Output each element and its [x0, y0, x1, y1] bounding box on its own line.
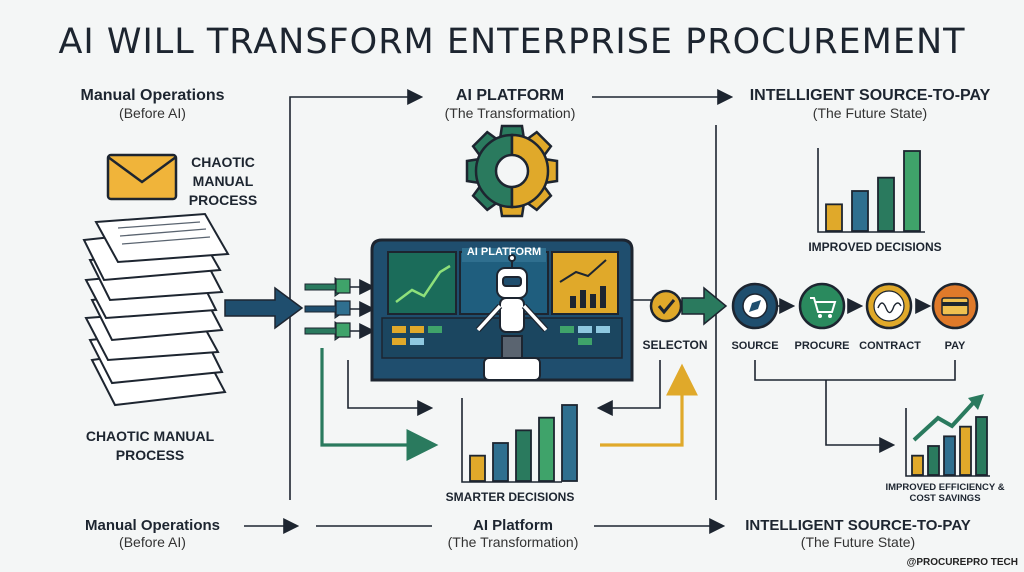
improved-chart [825, 150, 921, 232]
signature-icon [865, 282, 913, 330]
footer-future-head: INTELLIGENT SOURCE-TO-PAY [745, 517, 971, 534]
smarter-bar-1 [492, 442, 509, 482]
robot-icon [475, 254, 549, 381]
improved-bar-0 [825, 203, 843, 232]
input-arrows [304, 277, 376, 341]
improved-chart-axes [817, 148, 925, 233]
smarter-chart [469, 404, 578, 482]
footer-manual-head: Manual Operations [84, 517, 221, 534]
footer-manual-sub: (Before AI) [119, 534, 186, 550]
footer-manual: Manual Operations (Before AI) [60, 517, 245, 550]
step-label-pay: PAY [944, 340, 966, 352]
selection-label: SELECTON [642, 338, 708, 352]
selection-arrow [681, 286, 728, 326]
envelope-icon [106, 153, 178, 201]
platform-header: AI PLATFORM (The Transformation) [405, 87, 615, 121]
step-label-contract: CONTRACT [859, 340, 921, 352]
smarter-bar-4 [561, 404, 578, 482]
improved-bar-3 [903, 150, 921, 232]
efficiency-bar-1 [927, 445, 940, 476]
manual-sub: (Before AI) [119, 105, 186, 121]
stack-label: CHAOTIC MANUAL PROCESS [85, 428, 215, 463]
main-input-arrow [224, 286, 304, 330]
console-screen-label: AI PLATFORM [466, 246, 542, 258]
smarter-bar-0 [469, 454, 486, 482]
efficiency-bar-2 [943, 435, 956, 476]
efficiency-trend-arrowhead [968, 394, 984, 410]
check-icon [649, 289, 683, 323]
footer-platform: AI Platform (The Transformation) [428, 517, 598, 550]
page-title: AI WILL TRANSFORM ENTERPRISE PROCUREMENT [58, 22, 966, 62]
manual-head: Manual Operations [80, 87, 225, 104]
smarter-bar-3 [538, 416, 555, 482]
platform-sub: (The Transformation) [444, 105, 576, 121]
gear-icon [465, 124, 559, 218]
footer-future: INTELLIGENT SOURCE-TO-PAY (The Future St… [728, 517, 988, 550]
card-icon [931, 282, 979, 330]
efficiency-bar-3 [959, 425, 972, 476]
improved-bar-2 [877, 176, 895, 232]
manual-header: Manual Operations (Before AI) [40, 87, 265, 121]
platform-head: AI PLATFORM [455, 87, 565, 104]
footer-platform-head: AI Platform [472, 517, 553, 534]
footer-platform-sub: (The Transformation) [447, 534, 579, 550]
future-header: INTELLIGENT SOURCE-TO-PAY (The Future St… [730, 87, 1010, 121]
efficiency-chart-axes [905, 408, 990, 477]
cart-icon [798, 282, 846, 330]
step-label-procure: PROCURE [794, 340, 850, 352]
footer-future-sub: (The Future State) [800, 534, 916, 550]
future-sub: (The Future State) [812, 105, 928, 121]
brand-watermark: @PROCUREPRO TECH [906, 557, 1018, 568]
efficiency-bar-0 [911, 454, 924, 476]
efficiency-label: IMPROVED EFFICIENCY & COST SAVINGS [885, 482, 1005, 504]
feedback-loops [320, 348, 698, 461]
smarter-decisions-label: SMARTER DECISIONS [445, 490, 575, 504]
smarter-chart-axes [461, 398, 562, 483]
smarter-bar-2 [515, 429, 532, 482]
compass-icon [731, 282, 779, 330]
efficiency-chart [911, 416, 988, 476]
paper-stack-icon [82, 212, 230, 407]
improved-decisions-label: IMPROVED DECISIONS [808, 240, 942, 254]
envelope-label: CHAOTIC MANUAL PROCESS [188, 154, 258, 208]
efficiency-trend-line [912, 400, 976, 442]
step-label-source: SOURCE [731, 340, 779, 352]
future-head: INTELLIGENT SOURCE-TO-PAY [749, 87, 991, 104]
s2p-chain [731, 282, 979, 453]
efficiency-bar-4 [975, 416, 988, 476]
improved-bar-1 [851, 190, 869, 232]
